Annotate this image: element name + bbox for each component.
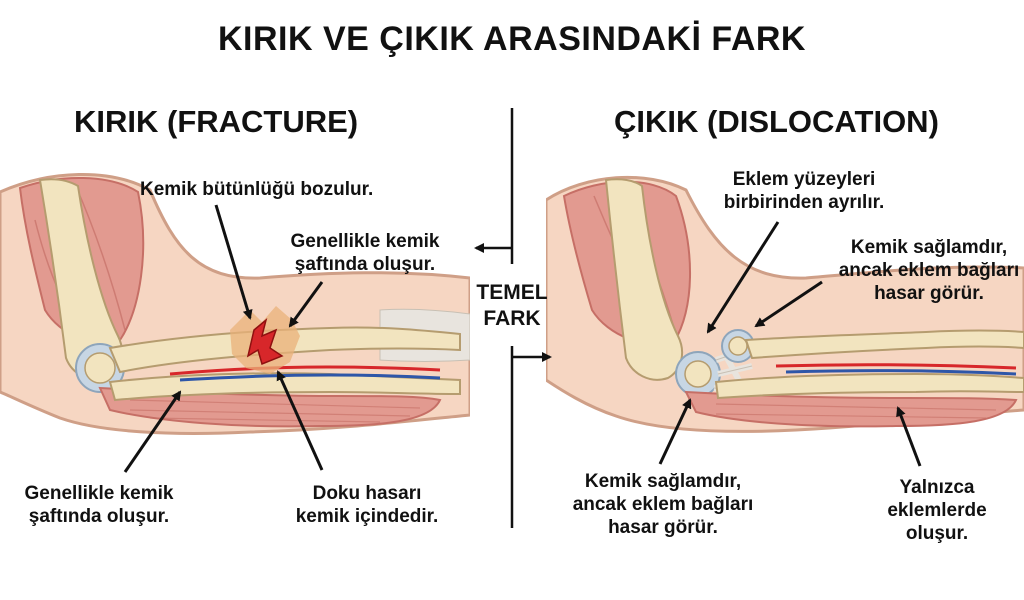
leader-arrow	[276, 370, 324, 471]
label-line: kemik içindedir.	[295, 506, 439, 527]
main-title: KIRIK VE ÇIKIK ARASINDAKİ FARK	[218, 20, 806, 58]
fracture-break	[246, 317, 284, 366]
vein	[785, 369, 1017, 376]
label-line: Kemik sağlamdır,	[850, 237, 1008, 258]
leader-arrow	[288, 281, 324, 328]
fracture-label-upper-right: Genellikle kemik şaftında oluşur.	[272, 230, 458, 276]
forearm-muscle	[98, 386, 442, 428]
dislocation-illustration	[546, 175, 1024, 433]
label-line: oluşur.	[905, 523, 969, 544]
center-label-line: FARK	[483, 307, 541, 330]
dislocation-label-top: Eklem yüzeyleri birbirinden ayrılır.	[714, 168, 894, 214]
fracture-heading: KIRIK (FRACTURE)	[74, 104, 359, 139]
label-line: hasar görür.	[874, 283, 984, 304]
label-line: ancak eklem bağları	[572, 494, 754, 515]
label-line: Yalnızca	[899, 477, 975, 498]
fracture-label-bottom-left: Genellikle kemik şaftında oluşur.	[6, 482, 192, 528]
radius-bone	[744, 329, 1024, 360]
label-line: Eklem yüzeyleri	[732, 169, 876, 190]
label-line: Kemik sağlamdır,	[584, 471, 742, 492]
label-line: Doku hasarı	[312, 483, 422, 504]
label-line: Genellikle kemik	[24, 483, 174, 504]
dislocation-label-upper-right: Kemik sağlamdır, ancak eklem bağları has…	[834, 236, 1024, 305]
label-line: şaftında oluşur.	[28, 506, 170, 527]
dislocation-heading: ÇIKIK (DISLOCATION)	[614, 104, 939, 139]
label-line: hasar görür.	[608, 517, 718, 538]
dislocation-label-bottom-right: Yalnızca eklemlerde oluşur.	[872, 476, 1002, 545]
ulna-bone	[714, 372, 1024, 400]
artery	[775, 363, 1017, 370]
fracture-label-bottom-right: Doku hasarı kemik içindedir.	[274, 482, 460, 528]
fracture-label-top: Kemik bütünlüğü bozulur.	[140, 179, 374, 200]
label-line: birbirinden ayrılır.	[723, 192, 885, 213]
leader-arrow	[214, 204, 253, 320]
label-line: Genellikle kemik	[290, 231, 440, 252]
dislocation-label-bottom-left: Kemik sağlamdır, ancak eklem bağları has…	[558, 470, 768, 539]
label-line: ancak eklem bağları	[838, 260, 1020, 281]
leader-arrow	[706, 221, 780, 334]
leader-arrow	[123, 390, 182, 473]
leader-arrow	[658, 398, 692, 465]
artery	[169, 365, 441, 376]
label-line: eklemlerde	[887, 500, 987, 521]
center-label-line: TEMEL	[476, 281, 548, 304]
label-line: şaftında oluşur.	[294, 254, 436, 275]
leader-arrow	[754, 280, 823, 328]
center-label: TEMEL FARK	[462, 280, 562, 332]
leader-arrow	[896, 406, 922, 467]
vein	[179, 373, 441, 382]
